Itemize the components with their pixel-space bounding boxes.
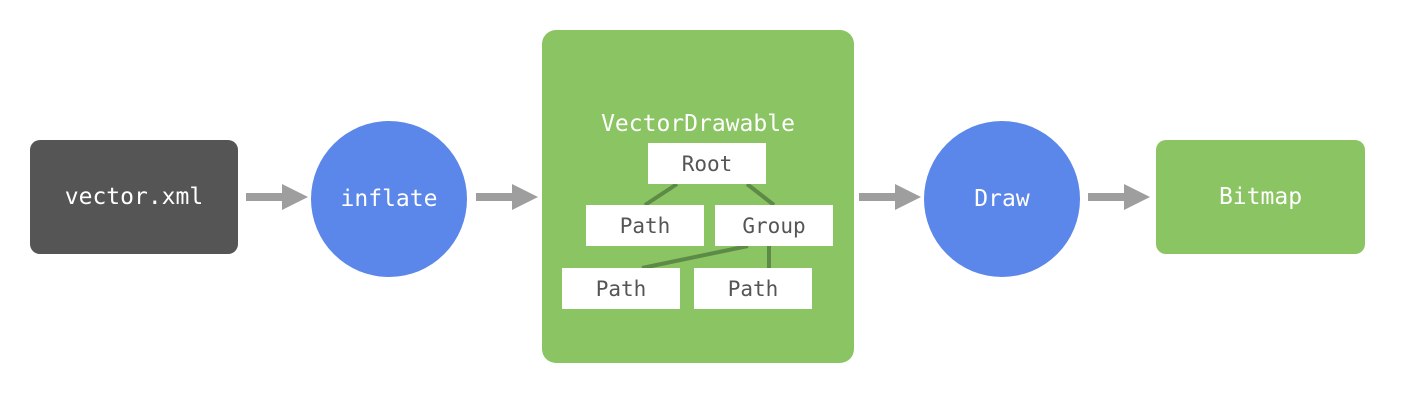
draw-node: Draw bbox=[924, 121, 1080, 277]
vector-xml-node: vector.xml bbox=[30, 140, 238, 254]
connector-root-path bbox=[643, 182, 679, 207]
connector-root-group bbox=[745, 182, 776, 207]
bitmap-label: Bitmap bbox=[1218, 184, 1303, 210]
tree-node-group-path-left: Path bbox=[562, 268, 680, 309]
arrow-draw-to-bitmap bbox=[1088, 184, 1150, 210]
tree-node-root: Root bbox=[648, 143, 766, 184]
tree-node-path: Path bbox=[586, 205, 704, 246]
arrow-inflate-to-vectordrawable bbox=[476, 184, 538, 210]
inflate-node: inflate bbox=[311, 121, 467, 277]
vectordrawable-title: VectorDrawable bbox=[601, 111, 795, 137]
tree-node-group: Group bbox=[715, 205, 833, 246]
tree-node-root-label: Root bbox=[681, 151, 733, 176]
tree-node-group-label: Group bbox=[742, 213, 806, 238]
vectordrawable-node: VectorDrawable Root Path Group Path Path bbox=[542, 30, 854, 363]
arrow-vectordrawable-to-draw bbox=[859, 184, 921, 210]
tree-node-group-path-right: Path bbox=[694, 268, 812, 309]
tree-connectors bbox=[641, 182, 776, 270]
connector-group-path-left bbox=[641, 244, 749, 270]
tree-node-group-path-right-label: Path bbox=[727, 276, 779, 301]
vector-xml-label: vector.xml bbox=[64, 184, 204, 210]
inflate-label: inflate bbox=[340, 186, 438, 212]
tree-node-path-label: Path bbox=[619, 213, 671, 238]
tree-node-group-path-left-label: Path bbox=[595, 276, 647, 301]
draw-label: Draw bbox=[974, 186, 1030, 212]
arrow-file-to-inflate bbox=[246, 184, 308, 210]
bitmap-node: Bitmap bbox=[1156, 140, 1365, 254]
